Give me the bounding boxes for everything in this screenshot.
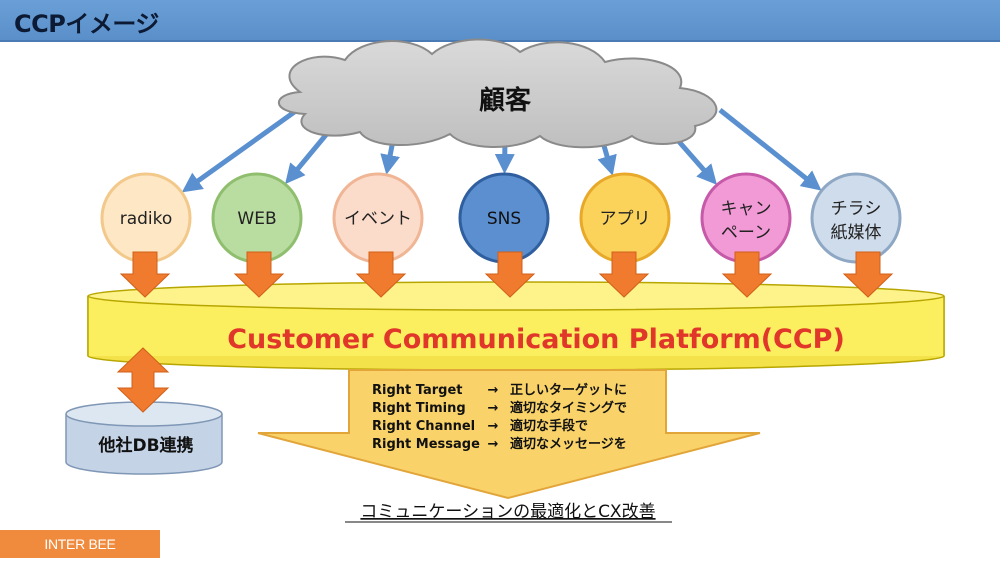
right-item-arrow: → [488,401,499,416]
footer-badge: INTER BEE CONNECTED [0,530,160,558]
channel-label: ペーン [721,223,771,243]
result-label: コミュニケーションの最適化とCX改善 [360,502,655,522]
channel-4: SNS [460,174,548,262]
channel-label: キャン [721,199,772,219]
right-item-label: Right Channel [372,419,475,434]
right-item-label: Right Timing [372,401,466,416]
channel-5: アプリ [581,174,669,262]
rights-arrow: Right Target → 正しいターゲットに Right Timing → 適切なタイ… [258,370,760,498]
ccp-platform-label: Customer Communication Platform(CCP) [227,324,845,355]
other-db-label: 他社DB連携 [97,435,193,456]
customer-arrow-7 [720,110,814,184]
right-item-meaning: 正しいターゲットに [510,382,627,398]
other-db: 他社DB連携 [66,402,222,474]
right-item-arrow: → [488,383,499,398]
channel-label: SNS [487,209,521,229]
channel-label: WEB [237,209,276,229]
channel-2: WEB [213,174,301,262]
right-item-meaning: 適切なメッセージを [510,436,627,452]
channel-label: radiko [120,209,173,229]
ccp-platform: Customer Communication Platform(CCP) [88,282,944,370]
channel-label: チラシ [831,199,882,219]
right-item-label: Right Target [372,383,462,398]
channel-1: radiko [102,174,190,262]
ccp-diagram: 顧客 Customer Communication Platform(CCP) … [0,0,1000,560]
right-item-arrow: → [488,437,499,452]
right-item-meaning: 適切なタイミングで [510,400,627,416]
channel-3: イベント [334,174,422,262]
customer-cloud: 顧客 [279,39,717,147]
channel-label: イベント [344,209,412,229]
right-item-meaning: 適切な手段で [510,418,588,434]
channel-label: 紙媒体 [831,223,882,243]
channel-label: アプリ [600,209,651,229]
customer-label: 顧客 [479,85,532,116]
right-item-arrow: → [488,419,499,434]
right-item-label: Right Message [372,437,480,452]
